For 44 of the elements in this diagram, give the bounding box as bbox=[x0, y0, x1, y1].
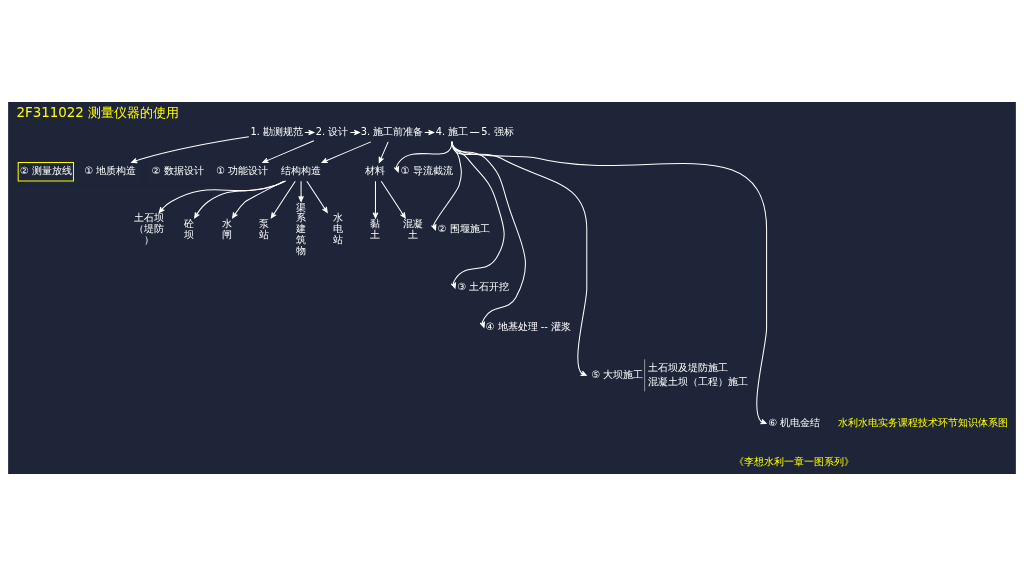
arrow bbox=[378, 141, 389, 163]
node-text: ② 围堰施工 bbox=[437, 223, 490, 235]
node-text: 结构构造 bbox=[281, 165, 322, 177]
arrow bbox=[372, 180, 379, 219]
node-text: ④ 地基处理 -- 灌浆 bbox=[485, 320, 572, 332]
arrow bbox=[262, 140, 315, 164]
node-text: 水电站 bbox=[333, 212, 344, 246]
arrow bbox=[451, 141, 588, 376]
arrow bbox=[306, 180, 328, 213]
node-text: 渠系建筑物 bbox=[296, 201, 307, 256]
node-text: 4. 施工 bbox=[435, 125, 469, 137]
arrow bbox=[131, 136, 250, 164]
node-text: 2. 设计 bbox=[315, 125, 349, 137]
arrow bbox=[349, 129, 360, 136]
node-text: ③ 土石开挖 bbox=[457, 281, 510, 293]
node-text: 材料 bbox=[365, 165, 386, 177]
node-text: 3. 施工前准备 bbox=[360, 125, 424, 137]
node-text: 土石坝（堤防） bbox=[134, 212, 165, 246]
arrow bbox=[270, 180, 296, 219]
arrow bbox=[232, 180, 285, 219]
node-text: 1. 勘测规范 bbox=[250, 125, 304, 137]
arrow bbox=[393, 141, 453, 173]
arrow bbox=[321, 141, 372, 164]
arrow bbox=[298, 180, 304, 202]
node-text: ① 导流截流 bbox=[400, 165, 453, 177]
arrow bbox=[380, 180, 406, 219]
connector bbox=[469, 131, 480, 133]
node-text: ① 地质构造 bbox=[84, 165, 137, 177]
label: 水利水电实务课程技术环节知识体系图 bbox=[837, 415, 1008, 428]
node-text: ① 功能设计 bbox=[216, 165, 269, 177]
node-text: ⑥ 机电金结 bbox=[768, 416, 821, 428]
node-text: 砼坝 bbox=[184, 217, 195, 240]
node-text: 黏土 bbox=[370, 217, 381, 240]
diagram-title: 2F311022 测量仪器的使用 bbox=[16, 104, 180, 120]
label: 《李想水利一章一图系列》 bbox=[734, 455, 855, 468]
node-text: 混凝土 bbox=[402, 217, 423, 240]
arrow bbox=[194, 180, 286, 219]
node-box: ② 测量放线 bbox=[17, 161, 74, 182]
node-text: 5. 强标 bbox=[481, 125, 514, 137]
node-text: ② 数据设计 bbox=[151, 165, 204, 177]
node-text: 泵站 bbox=[258, 217, 269, 240]
arrow bbox=[451, 141, 768, 425]
node-text: 水闸 bbox=[221, 217, 232, 240]
arrow bbox=[158, 180, 287, 213]
